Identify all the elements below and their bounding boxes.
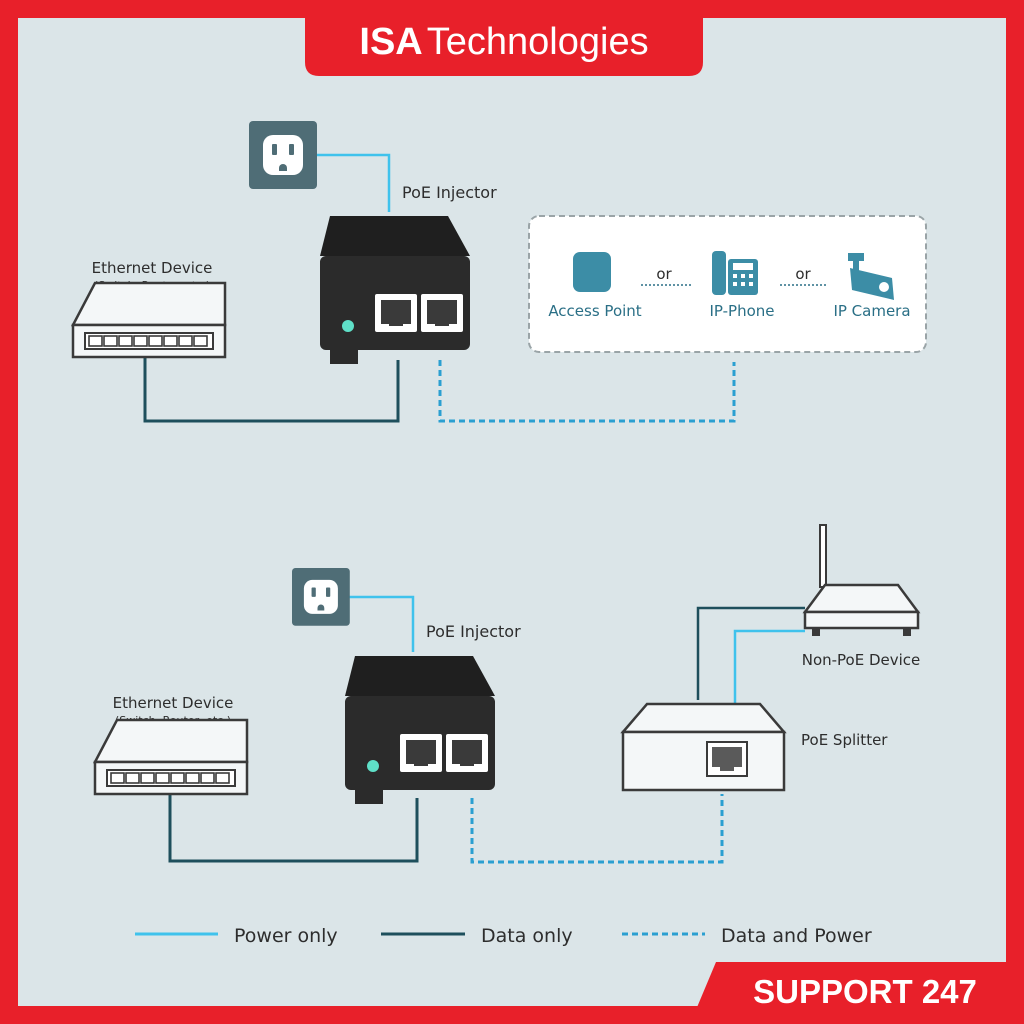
network-switch-icon — [71, 281, 227, 359]
top-section: PoE Injector Ethernet Device (Switch, Ro… — [71, 121, 927, 423]
ip-camera: IP Camera — [833, 253, 911, 320]
network-switch-icon — [93, 718, 249, 796]
data-line-top — [143, 355, 400, 423]
power-outlet-icon — [249, 121, 317, 189]
ethernet-device-top: Ethernet Device (Switch, Router, etc.) — [71, 259, 227, 359]
ethernet-label-bottom: Ethernet Device — [113, 694, 234, 712]
splitter-power-line — [733, 629, 805, 704]
poe-injector-bottom — [345, 656, 495, 804]
legend: Power only Data only Data and Power — [135, 925, 872, 947]
poe-splitter-icon — [620, 702, 787, 792]
non-poe-device: Non-PoE Device — [802, 524, 921, 669]
injector-label-bottom: PoE Injector — [426, 622, 521, 641]
power-outlet-icon — [292, 568, 350, 626]
injector-label-top: PoE Injector — [402, 183, 497, 202]
router-icon — [802, 524, 921, 636]
splitter-data-line — [696, 606, 805, 700]
power-line-top — [317, 153, 391, 212]
access-point-icon — [573, 252, 611, 292]
support-badge — [690, 962, 1024, 1024]
ip-camera-label: IP Camera — [833, 302, 910, 320]
data-line-bottom — [168, 793, 419, 863]
or-label-1: or — [656, 265, 672, 283]
legend-both-label: Data and Power — [721, 925, 872, 947]
access-point: Access Point — [548, 252, 642, 320]
or-label-2: or — [795, 265, 811, 283]
power-line-bottom — [347, 595, 415, 652]
access-point-label: Access Point — [548, 302, 641, 320]
non-poe-label: Non-PoE Device — [802, 651, 921, 669]
data-power-line-bottom — [470, 794, 724, 864]
ip-phone: IP-Phone — [709, 251, 775, 320]
ethernet-label-top: Ethernet Device — [92, 259, 213, 277]
ip-camera-icon — [848, 253, 894, 300]
brand-name-bold: ISA — [359, 21, 422, 63]
ip-phone-icon — [712, 251, 758, 295]
data-power-line-top — [438, 360, 736, 423]
brand-tab — [305, 0, 703, 76]
powered-devices-box — [528, 215, 927, 353]
poe-splitter: PoE Splitter — [620, 702, 888, 792]
ip-phone-label: IP-Phone — [709, 302, 774, 320]
diagram-panel — [18, 18, 1006, 1006]
legend-data-label: Data only — [481, 925, 573, 947]
brand-name-rest: Technologies — [427, 21, 649, 63]
ethernet-device-bottom: Ethernet Device (Switch, Router, etc.) — [93, 694, 249, 796]
legend-power-label: Power only — [234, 925, 338, 947]
poe-splitter-label: PoE Splitter — [801, 731, 888, 749]
poe-injector-top — [320, 216, 470, 364]
support-label: SUPPORT 247 — [753, 973, 977, 1010]
bottom-section: PoE Injector Ethernet Device (Switch, Ro… — [93, 524, 921, 864]
